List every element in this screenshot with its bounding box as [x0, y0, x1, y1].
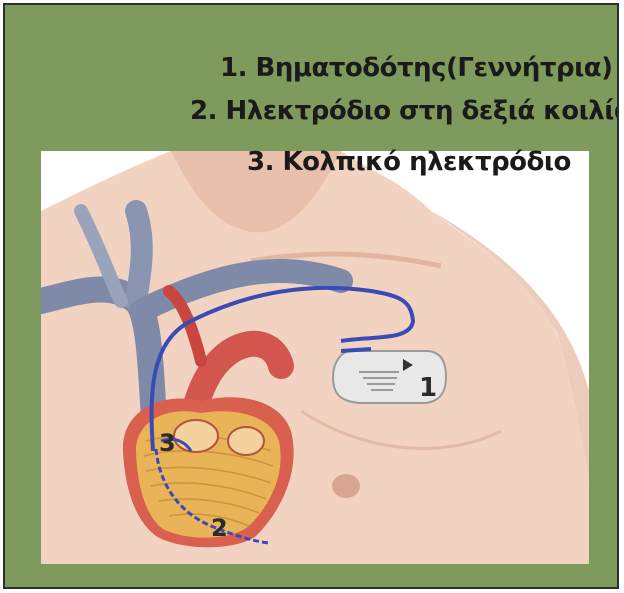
- marker-2-label: 2: [211, 514, 228, 542]
- pacemaker-illustration: 1 3 2: [41, 151, 589, 564]
- pacemaker-generator: 1: [333, 349, 446, 403]
- vein-jugular: [136, 211, 142, 301]
- caption-line-3: 3. Κολπικό ηλεκτρόδιο: [247, 147, 619, 177]
- slide-frame: 1 3 2 1. Βηματοδότης(Γεννήτρια) 2. Ηλεκτ…: [3, 3, 619, 589]
- caption-line-2: 2. Ηλεκτρόδιο στη δεξιά κοιλία: [190, 96, 619, 126]
- marker-3-label: 3: [159, 429, 176, 457]
- chest-anatomy-svg: 1 3 2: [41, 151, 589, 564]
- caption-line-1: 1. Βηματοδότης(Γεννήτρια): [220, 53, 619, 83]
- nipple: [332, 474, 360, 498]
- marker-1-label: 1: [419, 373, 437, 403]
